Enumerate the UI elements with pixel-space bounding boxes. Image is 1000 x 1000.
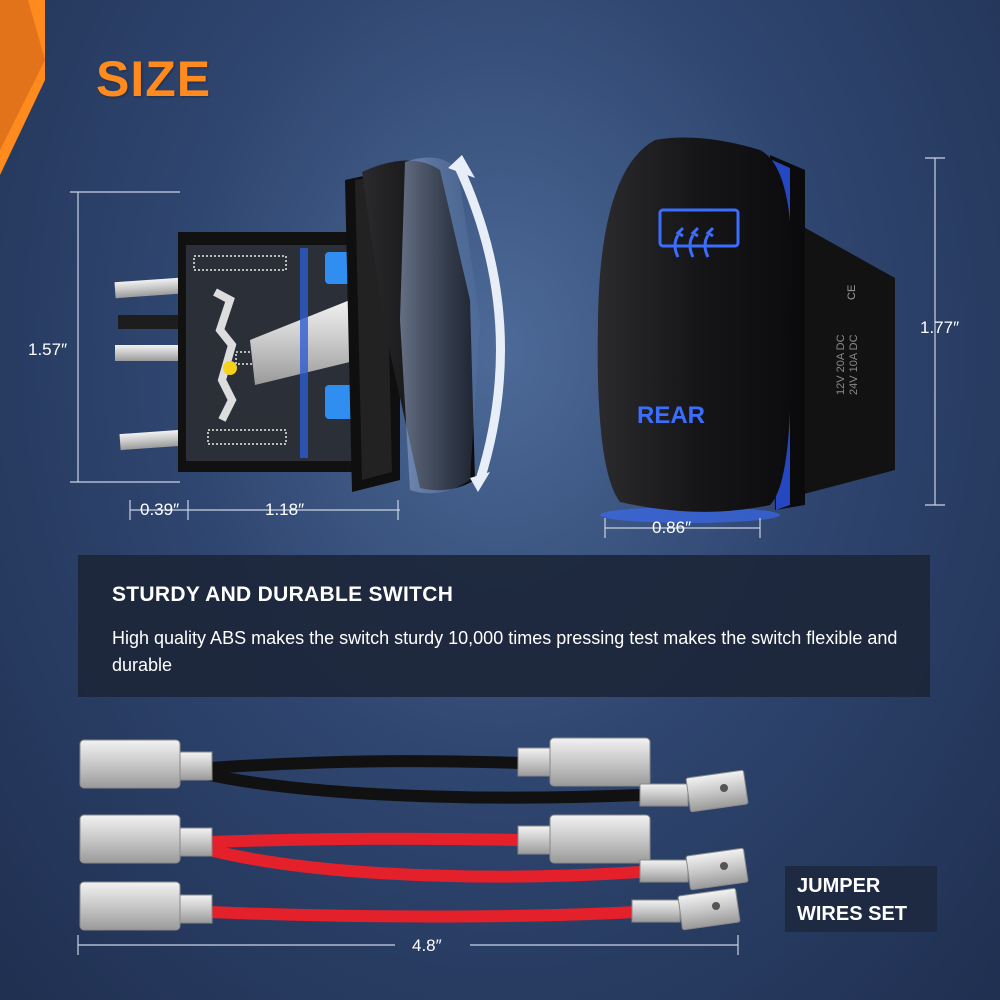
feature-panel (78, 555, 930, 697)
rear-defrost-icon (658, 208, 740, 258)
feature-body: High quality ABS makes the switch sturdy… (112, 628, 898, 675)
side-dimension-lines (70, 191, 400, 520)
front-height-label: 1.77″ (920, 318, 960, 337)
side-depth-large-label: 1.18″ (265, 500, 305, 519)
wire-dimension-line (77, 935, 739, 955)
side-view-switch (114, 155, 505, 494)
rating-line: 12V 20A DC (835, 334, 847, 395)
rocker-button-text: REAR (637, 402, 706, 429)
side-height-label: 1.57″ (28, 340, 68, 359)
front-dimension-lines (604, 157, 945, 538)
feature-heading: STURDY AND DURABLE SWITCH (112, 583, 454, 606)
svg-text:CE: CE (846, 285, 858, 300)
rating-line: 24V 10A DC (848, 334, 860, 395)
jumper-label-line1: JUMPER (797, 875, 881, 897)
jumper-wires-label: JUMPER WIRES SET (785, 866, 937, 932)
jumper-wires (79, 737, 749, 931)
front-width-label: 0.86″ (652, 518, 692, 537)
wire-length-label: 4.8″ (412, 936, 442, 955)
jumper-label-line2: WIRES SET (797, 903, 908, 925)
rating-text: 12V 20A DC 24V 10A DC (835, 305, 861, 395)
page-title: SIZE (96, 51, 212, 107)
front-view-switch: CE (597, 137, 895, 523)
side-depth-small-label: 0.39″ (140, 500, 180, 519)
